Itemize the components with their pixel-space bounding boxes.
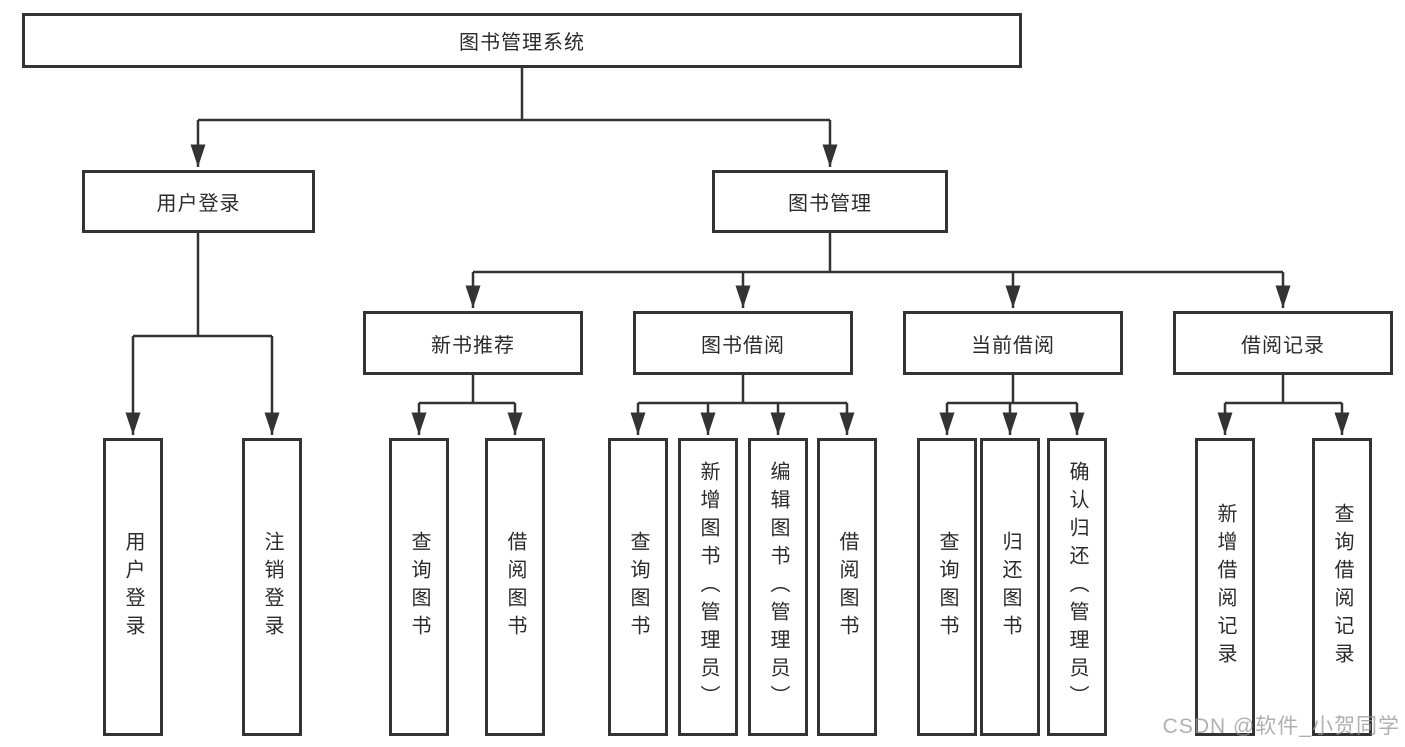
leaf-current-query-books-label: 查询图书	[936, 531, 958, 643]
node-book-management: 图书管理	[712, 170, 948, 233]
leaf-logout: 注销登录	[242, 438, 302, 736]
leaf-current-query-books: 查询图书	[917, 438, 977, 736]
leaf-current-return-books: 归还图书	[980, 438, 1040, 736]
leaf-borrow-borrow-books: 借阅图书	[817, 438, 877, 736]
connector-records	[1225, 375, 1342, 405]
connector-new-rec	[419, 375, 515, 405]
leaf-records-add-record-label: 新增借阅记录	[1214, 503, 1236, 671]
leaf-logout-label: 注销登录	[261, 531, 283, 643]
leaf-current-confirm-return-admin: 确认归还（管理员）	[1047, 438, 1107, 736]
connector-user-login	[133, 233, 272, 338]
connector-book-mgmt	[473, 233, 1283, 274]
connector-borrow	[638, 375, 847, 405]
leaf-current-return-books-label: 归还图书	[999, 531, 1021, 643]
leaf-borrow-query-books: 查询图书	[608, 438, 668, 736]
leaf-records-query-record: 查询借阅记录	[1312, 438, 1372, 736]
node-book-borrow: 图书借阅	[633, 311, 853, 375]
node-root-system: 图书管理系统	[22, 13, 1022, 68]
leaf-records-add-record: 新增借阅记录	[1195, 438, 1255, 736]
leaf-rec-query-books: 查询图书	[389, 438, 449, 736]
connector-root	[198, 68, 830, 122]
leaf-borrow-edit-books-admin-label: 编辑图书（管理员）	[767, 461, 789, 713]
leaf-borrow-borrow-books-label: 借阅图书	[836, 531, 858, 643]
leaf-borrow-add-books-admin-label: 新增图书（管理员）	[697, 461, 719, 713]
leaf-user-login-label: 用户登录	[122, 531, 144, 643]
node-user-login-label: 用户登录	[156, 193, 241, 215]
connector-current	[947, 375, 1077, 405]
leaf-rec-query-books-label: 查询图书	[408, 531, 430, 643]
leaf-user-login: 用户登录	[103, 438, 163, 736]
node-current-borrow: 当前借阅	[903, 311, 1123, 375]
node-book-management-label: 图书管理	[788, 193, 872, 215]
leaf-current-confirm-return-admin-label: 确认归还（管理员）	[1066, 461, 1088, 713]
node-new-book-recommend: 新书推荐	[363, 311, 583, 375]
leaf-borrow-query-books-label: 查询图书	[627, 531, 649, 643]
node-borrow-records: 借阅记录	[1173, 311, 1393, 375]
node-root-label: 图书管理系统	[459, 32, 585, 54]
leaf-borrow-edit-books-admin: 编辑图书（管理员）	[748, 438, 808, 736]
node-borrow-records-label: 借阅记录	[1241, 334, 1325, 357]
node-user-login: 用户登录	[82, 170, 315, 233]
node-current-borrow-label: 当前借阅	[971, 334, 1055, 357]
leaf-rec-borrow-books: 借阅图书	[485, 438, 545, 736]
node-new-book-recommend-label: 新书推荐	[431, 334, 515, 357]
leaf-borrow-add-books-admin: 新增图书（管理员）	[678, 438, 738, 736]
node-book-borrow-label: 图书借阅	[701, 334, 785, 357]
leaf-rec-borrow-books-label: 借阅图书	[504, 531, 526, 643]
leaf-records-query-record-label: 查询借阅记录	[1331, 503, 1353, 671]
